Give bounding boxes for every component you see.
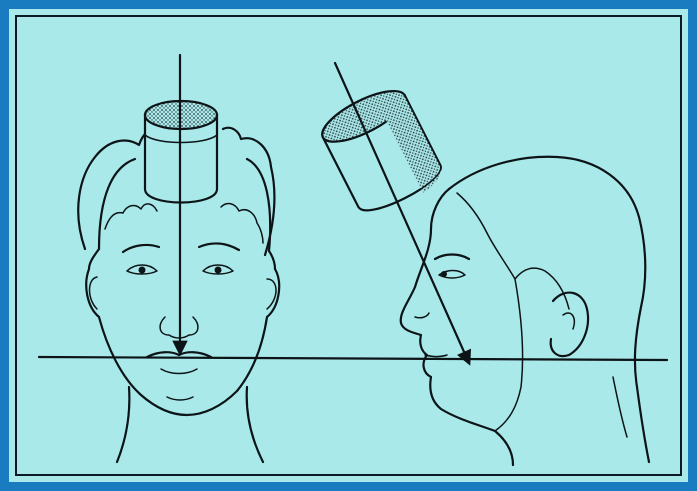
- lateral-ear-inner: [563, 313, 574, 329]
- frontal-chin: [167, 397, 193, 400]
- frontal-hairline: [105, 204, 263, 243]
- lateral-nostril: [415, 313, 429, 318]
- occlusal-plane-line: [39, 357, 667, 360]
- frontal-lower-lip: [161, 369, 197, 374]
- frontal-right-eyebrow: [199, 243, 239, 250]
- lateral-neck-crease: [613, 377, 627, 437]
- lateral-jaw: [495, 279, 523, 431]
- frontal-right-pupil: [215, 267, 222, 274]
- lateral-profile: [401, 189, 513, 465]
- lateral-eyebrow: [435, 255, 469, 260]
- lateral-head: [401, 157, 649, 465]
- frontal-left-pupil: [139, 267, 146, 274]
- lateral-skull: [449, 157, 649, 462]
- frontal-left-eyebrow: [123, 245, 159, 252]
- lateral-mouth: [425, 355, 447, 357]
- lateral-beam-cylinder: [316, 81, 448, 222]
- figure-panel: [15, 15, 682, 476]
- lateral-hairline: [457, 193, 569, 309]
- lateral-ear: [551, 293, 588, 356]
- illustration-svg: [17, 17, 680, 474]
- lateral-pupil: [441, 271, 447, 277]
